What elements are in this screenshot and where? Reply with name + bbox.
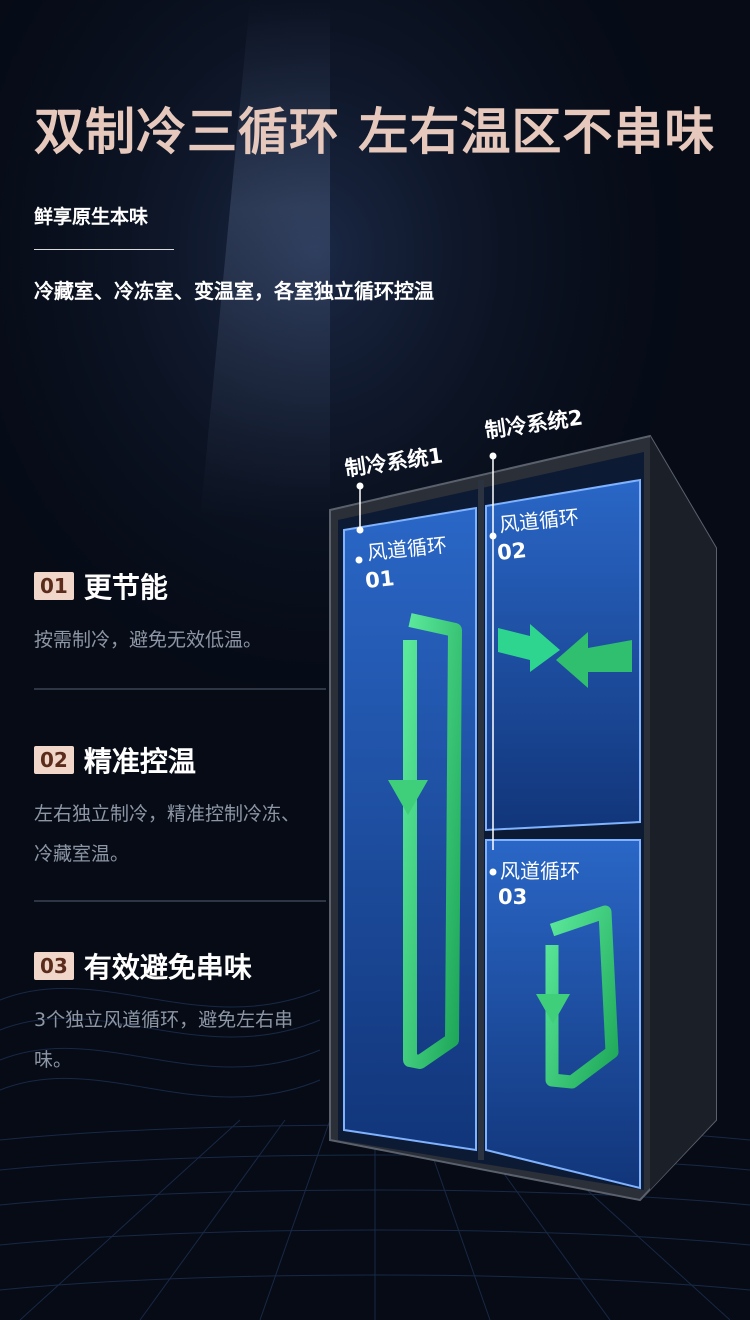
description: 冷藏室、冷冻室、变温室，各室独立循环控温 [34,279,434,303]
svg-text:01: 01 [364,566,396,593]
feature-divider [34,688,326,690]
feature-description: 左右独立制冷，精准控制冷冻、冷藏室温。 [34,803,301,865]
airflow-loop-3 [536,905,619,1089]
airflow-arrows-2 [498,624,632,688]
feature-divider [34,900,326,902]
feature-title: 更节能 [83,571,168,604]
airflow-loop-1 [388,613,462,1069]
svg-text:制冷系统1: 制冷系统1 [343,443,444,480]
feature-number-badge: 02 [34,746,74,774]
duct-label-03: 风道循环 03 [489,859,580,909]
feature-title: 有效避免串味 [83,951,252,984]
feature-description: 按需制冷，避免无效低温。 [34,629,263,651]
svg-text:03: 03 [498,885,527,909]
svg-text:制冷系统2: 制冷系统2 [483,405,584,442]
center-divider [478,480,484,1160]
feature-number-badge: 03 [34,952,74,980]
subhead: 鲜享原生本味 [34,206,149,228]
feature-number-badge: 01 [34,572,74,600]
feature-02: 02 精准控温 左右独立制冷，精准控制冷冻、冷藏室温。 [34,740,334,874]
feature-title: 精准控温 [83,745,196,778]
feature-description: 3个独立风道循环，避免左右串味。 [34,1009,294,1071]
feature-01: 01 更节能 按需制冷，避免无效低温。 [34,566,334,660]
feature-03: 03 有效避免串味 3个独立风道循环，避免左右串味。 [34,946,334,1080]
headline: 双制冷三循环 左右温区不串味 [34,103,716,161]
svg-text:风道循环: 风道循环 [500,859,580,883]
subhead-underline [34,249,174,250]
svg-text:02: 02 [496,538,528,565]
